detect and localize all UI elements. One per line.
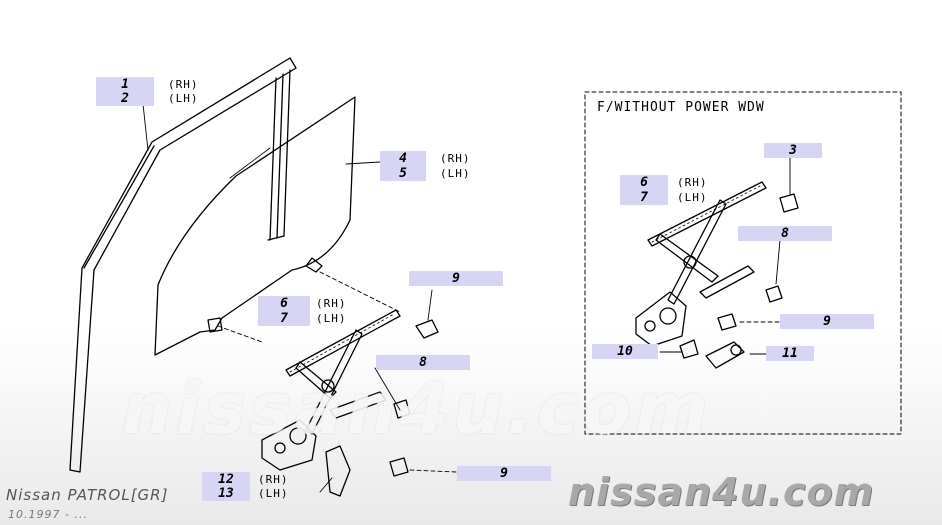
inset-regulator <box>635 181 799 369</box>
inset-frame <box>584 91 902 435</box>
inset-side-lh-7: (LH) <box>677 191 708 204</box>
inset-part-label-9[interactable]: 9 <box>780 314 874 329</box>
part-label-9-top[interactable]: 9 <box>409 271 503 286</box>
side-rh-4: (RH) <box>440 152 471 165</box>
part-label-13[interactable]: 13 <box>202 486 250 501</box>
side-lh-5: (LH) <box>440 167 471 180</box>
side-rh-1: (RH) <box>168 78 199 91</box>
inset-part-label-7[interactable]: 7 <box>620 190 668 205</box>
part-label-6[interactable]: 6 <box>258 296 310 311</box>
door-glass <box>154 96 356 356</box>
part-label-4[interactable]: 4 <box>380 151 426 166</box>
door-sash-channel <box>69 57 297 473</box>
inset-part-label-10[interactable]: 10 <box>592 344 658 359</box>
part-label-5[interactable]: 5 <box>380 166 426 181</box>
window-regulator <box>261 309 439 497</box>
site-logo[interactable]: nissan4u.com <box>568 470 875 514</box>
part-label-12[interactable]: 12 <box>202 472 250 487</box>
inset-part-label-8[interactable]: 8 <box>738 226 832 241</box>
side-lh-2: (LH) <box>168 92 199 105</box>
inset-part-label-11[interactable]: 11 <box>766 346 814 361</box>
inset-side-rh-6: (RH) <box>677 176 708 189</box>
watermark-text: nissan4u.com <box>122 368 712 450</box>
inset-part-label-3[interactable]: 3 <box>764 143 822 158</box>
part-label-8[interactable]: 8 <box>376 355 470 370</box>
part-label-9-bottom[interactable]: 9 <box>457 466 551 481</box>
vehicle-model: Nissan PATROL[GR] <box>6 486 169 504</box>
part-label-1[interactable]: 1 <box>96 77 154 92</box>
inset-leader-lines <box>659 157 791 355</box>
side-lh-7: (LH) <box>316 312 347 325</box>
side-lh-13: (LH) <box>258 487 289 500</box>
inset-part-label-6[interactable]: 6 <box>620 175 668 190</box>
part-label-7[interactable]: 7 <box>258 311 310 326</box>
part-label-2[interactable]: 2 <box>96 91 154 106</box>
inset-title: F/WITHOUT POWER WDW <box>597 100 765 115</box>
side-rh-6: (RH) <box>316 297 347 310</box>
background-gradient <box>0 330 942 525</box>
side-rh-12: (RH) <box>258 473 289 486</box>
model-date-range: 10.1997 - ... <box>8 508 88 521</box>
